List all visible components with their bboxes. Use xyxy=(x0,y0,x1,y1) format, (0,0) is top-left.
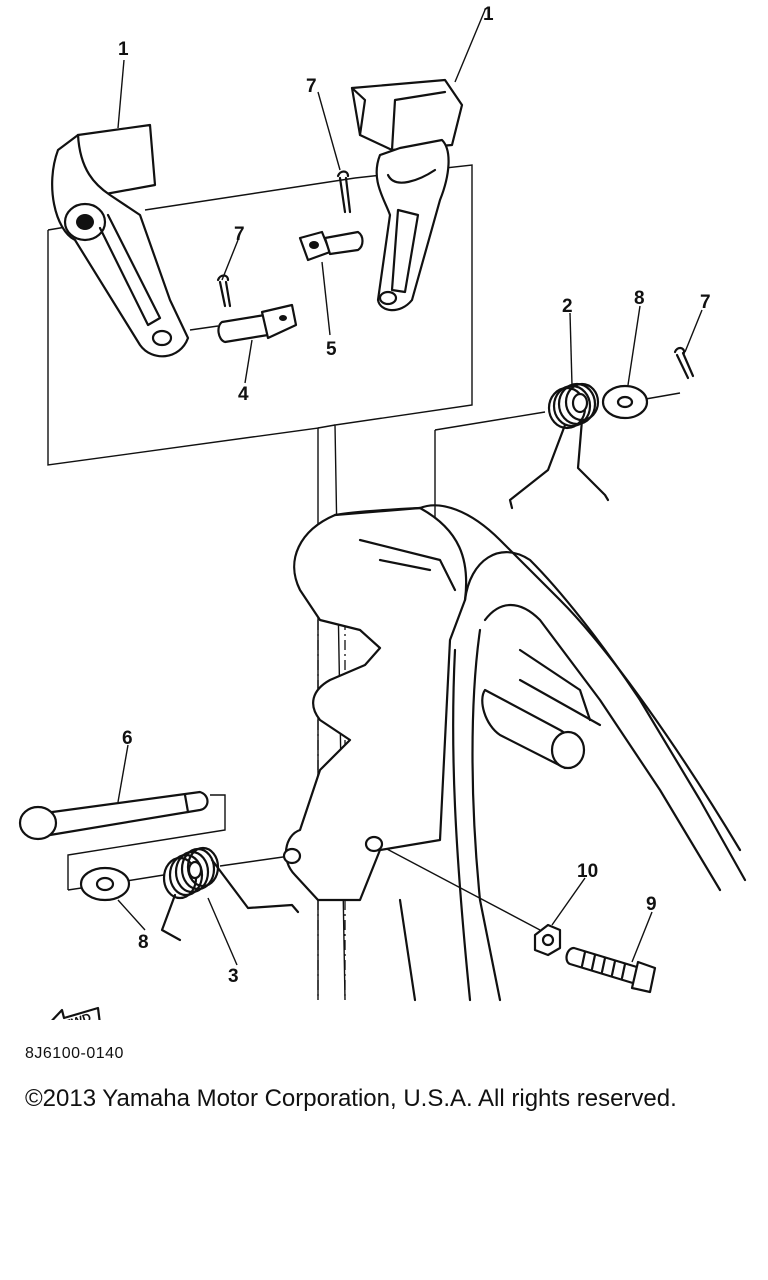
diagram-part-code: 8J6100-0140 xyxy=(25,1045,124,1062)
clevis-pin-5 xyxy=(298,230,364,262)
callout-9: 9 xyxy=(646,894,657,915)
callout-5: 5 xyxy=(326,339,337,360)
torsion-spring-2 xyxy=(508,382,610,510)
callout-6: 6 xyxy=(122,728,133,749)
callout-8-bottom: 8 xyxy=(138,932,149,953)
tilt-pin-6 xyxy=(18,790,209,841)
callout-2: 2 xyxy=(562,296,573,317)
callout-4: 4 xyxy=(238,384,249,405)
callout-1-left: 1 xyxy=(118,39,129,60)
clevis-pin-4 xyxy=(217,303,298,344)
washers xyxy=(79,384,649,902)
copyright-notice: ©2013 Yamaha Motor Corporation, U.S.A. A… xyxy=(25,1085,677,1112)
fwd-label: FWD xyxy=(63,1010,94,1020)
bolt-9 xyxy=(565,946,657,994)
cotter-pins xyxy=(216,170,695,380)
swivel-arm-right xyxy=(350,78,464,312)
callout-numbers: 1 1 7 7 5 4 2 8 7 6 8 3 10 9 xyxy=(118,4,711,987)
swivel-bracket xyxy=(282,504,747,1002)
exploded-parts-diagram: 1 1 7 7 5 4 2 8 7 6 8 3 10 9 FWD xyxy=(18,4,747,1020)
callout-7-mid: 7 xyxy=(234,224,245,245)
callout-1-right: 1 xyxy=(483,4,494,25)
swivel-arm-left xyxy=(51,123,190,358)
callout-7-top: 7 xyxy=(306,76,317,97)
callout-7-right: 7 xyxy=(700,292,711,313)
torsion-spring-3 xyxy=(160,846,300,942)
leader-lines xyxy=(117,9,703,966)
callout-8-top: 8 xyxy=(634,288,645,309)
nut-10 xyxy=(533,923,562,957)
callout-3: 3 xyxy=(228,966,239,987)
fwd-arrow-icon: FWD xyxy=(51,1006,101,1020)
callout-10: 10 xyxy=(577,861,598,882)
